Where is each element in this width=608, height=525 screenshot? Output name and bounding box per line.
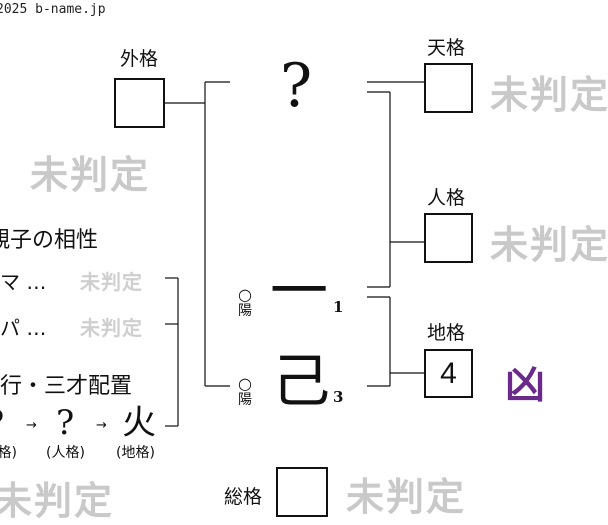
tenkaku-pending: 未判定 [490,72,608,117]
gogyou-jinkaku-caption: (人格) [46,445,85,461]
gogyou-chikaku-char: 火 [122,403,156,443]
copyright-text: 2025 b-name.jp [0,2,106,17]
tenkaku-label: 天格 [427,37,466,59]
jinkaku-box [424,213,473,263]
gogyou-tenkaku-caption: (天格) [0,445,17,461]
yinyang-circle-icon: ○ [238,374,252,393]
gogyou-pending: 未判定 [0,478,115,523]
yinyang-marker-2: ○ 陽 [238,374,252,408]
jinkaku-pending: 未判定 [490,222,608,267]
yinyang-marker-1: ○ 陽 [238,285,252,319]
jinkaku-label: 人格 [427,187,466,209]
name-char-1: 一 [270,257,329,325]
name-char-1-strokes: 1 [333,298,344,316]
name-char-2: 己 [272,347,331,415]
gaikaku-label: 外格 [120,48,159,70]
gogyou-chikaku-caption: (地格) [116,445,155,461]
compat-mama-pending: 未判定 [80,270,143,294]
gogyou-jinkaku-char: ? [56,403,75,443]
yinyang-label: 陽 [238,391,252,408]
gaikaku-pending: 未判定 [30,152,151,197]
chikaku-label: 地格 [427,322,466,344]
compat-title: 親子の相性 [0,228,99,253]
soukaku-box [276,467,328,517]
chikaku-box: 4 [424,349,473,398]
gaikaku-box [114,78,165,128]
gogyou-tenkaku-char: ? [0,406,4,440]
name-char-2-strokes: 3 [333,388,344,406]
soukaku-pending: 未判定 [346,474,467,519]
arrow-right-icon: → [26,418,37,433]
arrow-right-icon: → [96,418,107,433]
compat-papa-label: パパ … [0,316,47,340]
yinyang-circle-icon: ○ [238,285,252,304]
compat-papa-pending: 未判定 [80,316,143,340]
unknown-surname-char: ? [280,51,313,121]
gogyou-title: 五行・三才配置 [0,374,133,399]
yinyang-label: 陽 [238,302,252,319]
compat-mama-label: ママ … [0,270,47,294]
soukaku-label: 総格 [224,486,263,508]
tenkaku-box [424,63,473,113]
connector-lines [165,81,424,427]
chikaku-verdict: 凶 [505,361,545,408]
